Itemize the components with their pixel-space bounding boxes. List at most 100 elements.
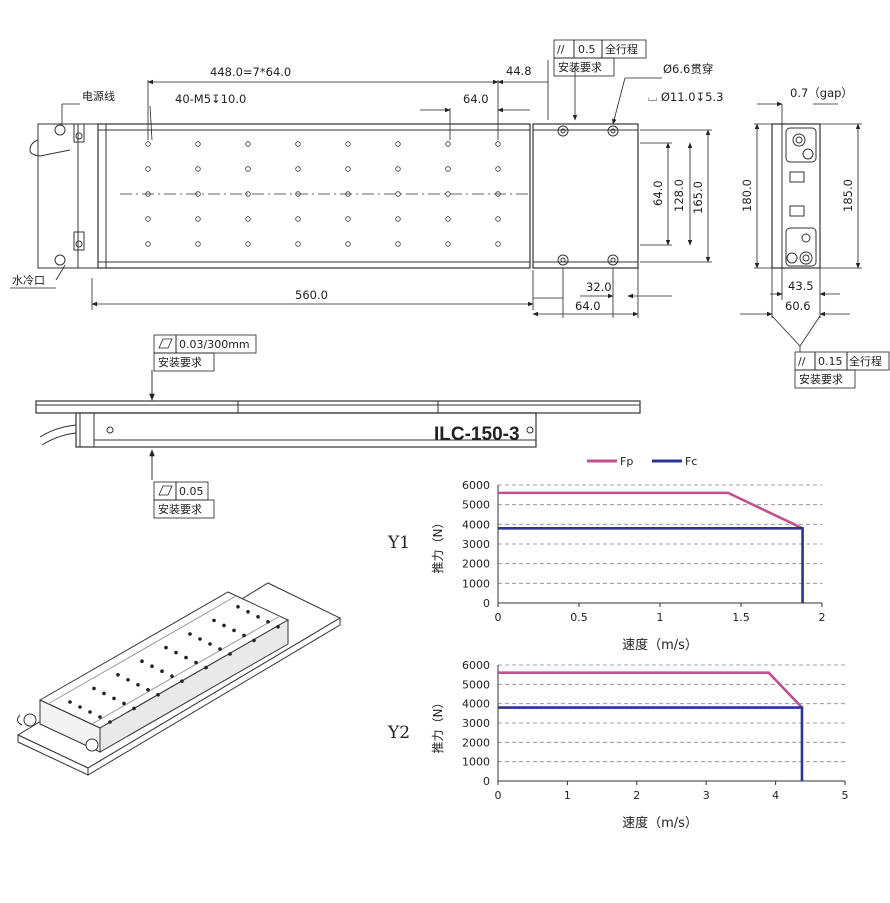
x-axis-label: 速度（m/s）: [622, 815, 698, 831]
y-tick-label: 1000: [462, 577, 490, 590]
series-line-fc: [498, 526, 804, 603]
mounting-hole: [295, 191, 301, 197]
dim-h-32: 32.0: [586, 280, 612, 294]
x-tick-label: 2: [633, 789, 640, 802]
mounting-hole: [445, 216, 451, 222]
iso-hole: [212, 618, 216, 623]
top-view-labels: 448.0=7*64.0 44.8 64.0 40-M5↧10.0 电源线 水冷…: [12, 62, 723, 313]
x-tick-label: 2: [819, 611, 826, 624]
x-tick-label: 3: [703, 789, 710, 802]
iso-hole: [122, 701, 126, 706]
y-tick-label: 1000: [462, 756, 490, 769]
cbore-note: ⌴ Ø11.0↧5.3: [648, 90, 723, 104]
mounting-hole: [495, 141, 501, 147]
y-tick-label: 5000: [462, 678, 490, 691]
mounting-hole: [195, 241, 201, 247]
isometric-view: [16, 582, 342, 776]
iso-hole: [180, 679, 184, 683]
iso-hole: [108, 720, 112, 724]
tol-note-end: 安装要求: [799, 372, 843, 386]
mounting-hole: [195, 166, 201, 172]
series-line-fp: [498, 671, 803, 709]
iso-hole: [184, 655, 188, 660]
forcer-body: [75, 412, 537, 448]
top-view-dimensions: [10, 60, 712, 318]
mounting-hole: [345, 141, 351, 147]
x-tick-label: 1.5: [732, 611, 750, 624]
mounting-hole: [295, 141, 301, 147]
dim-end-offset: 44.8: [506, 64, 532, 78]
mounting-hole: [145, 141, 151, 147]
mounting-hole: [345, 216, 351, 222]
x-tick-label: 1: [657, 611, 664, 624]
mounting-hole: [245, 216, 251, 222]
iso-hole: [252, 638, 256, 643]
y-tick-label: 4000: [462, 518, 490, 531]
stator-hole-grid: [145, 141, 501, 247]
panel-label: Y1: [387, 533, 410, 553]
iso-hole: [208, 642, 212, 646]
x-tick-label: 0.5: [570, 611, 588, 624]
mounting-hole: [445, 166, 451, 172]
parallelism-icon: //: [557, 43, 565, 56]
iso-hole: [164, 645, 168, 650]
mounting-hole: [195, 191, 201, 197]
iso-hole: [88, 710, 92, 714]
y-tick-label: 0: [483, 597, 490, 610]
iso-hole: [194, 660, 198, 665]
model-label: ILC-150-3: [434, 424, 520, 445]
chart-legend: Fp Fc: [587, 455, 697, 468]
connector-top: [73, 123, 85, 143]
y-tick-label: 2000: [462, 736, 490, 749]
dim-overall-pattern: 448.0=7*64.0: [210, 65, 291, 79]
mounting-hole: [395, 216, 401, 222]
mounting-hole: [395, 141, 401, 147]
legend-label-fc: Fc: [685, 455, 697, 468]
flatness-top-note: 安装要求: [158, 355, 202, 369]
y-tick-label: 0: [483, 775, 490, 788]
label-cooling-port: 水冷口: [12, 274, 45, 287]
mounting-hole: [445, 241, 451, 247]
mounting-hole: [495, 191, 501, 197]
series-line-fc: [498, 706, 804, 781]
iso-hole: [92, 686, 96, 691]
mounting-hole: [145, 191, 151, 197]
x-axis-label: 速度（m/s）: [622, 637, 698, 653]
mounting-hole: [295, 241, 301, 247]
tol-value-end: 0.15: [818, 355, 843, 368]
x-tick-label: 0: [495, 611, 502, 624]
iso-hole: [266, 620, 270, 624]
parallelism-icon: //: [798, 355, 806, 368]
iso-hole: [256, 615, 260, 619]
iso-hole: [228, 652, 232, 656]
iso-hole: [236, 605, 240, 609]
mounting-hole: [395, 191, 401, 197]
label-power-cable: 电源线: [82, 89, 115, 103]
x-tick-label: 4: [772, 789, 779, 802]
mounting-hole: [145, 241, 151, 247]
mounting-hole: [345, 241, 351, 247]
flatness-bottom-value: 0.05: [179, 485, 204, 498]
flatness-frame-top: 0.03/300mm 安装要求: [153, 334, 257, 372]
forcer-plate: [532, 123, 639, 269]
mounting-hole: [295, 216, 301, 222]
iso-hole: [160, 669, 164, 673]
x-tick-label: 0: [495, 789, 502, 802]
mounting-hole: [345, 191, 351, 197]
connector-bottom: [73, 231, 85, 251]
mounting-hole: [445, 141, 451, 147]
flatness-frame-bottom: 0.05 安装要求: [153, 481, 215, 519]
iso-hole: [174, 650, 178, 655]
legend-label-fp: Fp: [620, 455, 633, 468]
iso-hole: [156, 693, 160, 697]
hole-note: 40-M5↧10.0: [175, 92, 246, 106]
y-tick-label: 6000: [462, 479, 490, 492]
y-tick-label: 3000: [462, 717, 490, 730]
mounting-hole: [295, 166, 301, 172]
cable-gland-icon: [54, 124, 66, 136]
iso-hole: [68, 700, 72, 704]
mounting-hole: [195, 216, 201, 222]
mounting-hole: [245, 191, 251, 197]
tol-note-top: 安装要求: [558, 60, 602, 74]
